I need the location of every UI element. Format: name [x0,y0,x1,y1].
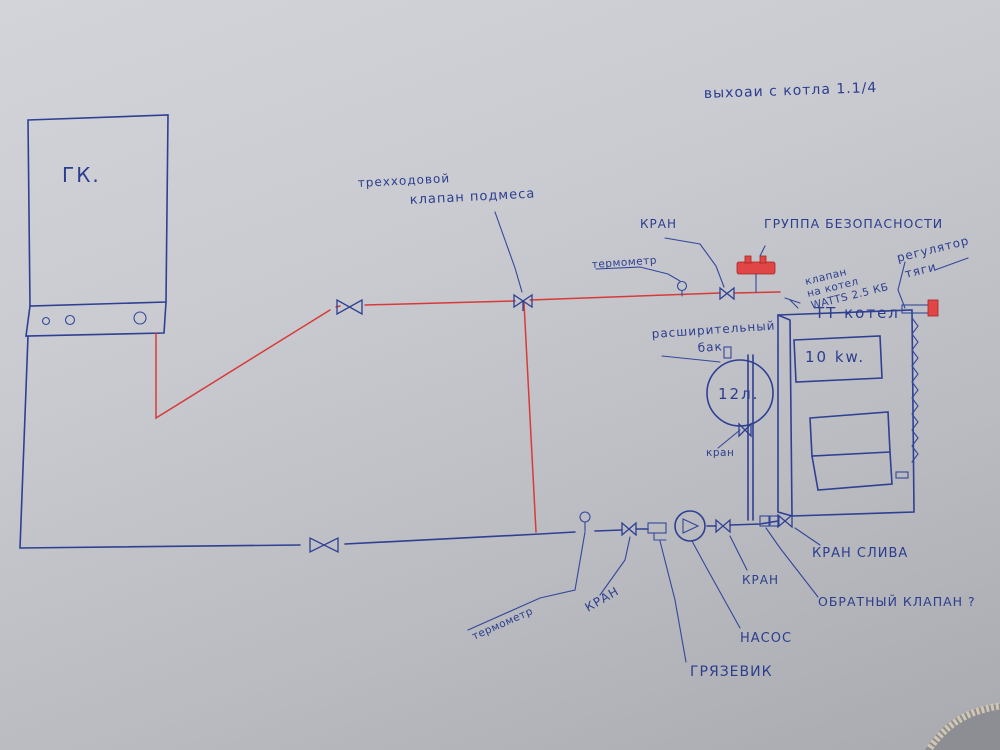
check-valve-label: ОБРАТНЫЙ КЛАПАН ? [818,594,976,609]
draft-regulator-label-line2: тяги [903,260,938,281]
outputs-label: выхоаи с котла 1.1/4 [704,80,878,102]
gas-boiler-label: ГК. [62,163,101,187]
safety-group-icon [736,255,776,293]
kran-drain-valve-icon [777,513,793,529]
thermometer-bottom-label: термометр [470,605,534,643]
kran-top-label: КРАН [640,217,677,231]
safety-group-label: ГРУППА БЕЗОПАСНОСТИ [764,216,943,231]
leader-lines [467,211,969,663]
kran-top-valve-icon [719,286,735,301]
check-valve-icon [759,515,780,527]
thermometer-bottom-icon [579,511,591,532]
boiler-relief-valve-icon [789,299,799,309]
solid-fuel-boiler-label: ТТ котел [814,304,900,322]
mud-trap-icon [647,522,667,541]
return-shutoff-valve-icon [309,536,339,554]
expansion-tank-label-line2: бак [697,339,723,355]
expansion-tank-icon: 12л. [706,346,774,427]
expansion-tank-label-line1: расширительный [651,318,776,341]
mud-trap-label: ГРЯЗЕВИК [690,664,773,680]
kran-drain-label: КРАН СЛИВА [812,546,908,561]
kran-pump-label: КРАН [742,573,779,587]
return-pipe [19,335,779,549]
gas-boiler: ГК. [25,114,169,337]
pump-label: НАСОС [740,631,792,646]
kran-tank-valve-icon [738,422,752,438]
supply-pipe [155,291,781,533]
three-way-valve-label-line2: клапан подмеса [409,186,535,208]
supply-valve-icon [336,298,363,316]
three-way-valve-label-line1: трехходовой [357,171,450,190]
coiled-cable-decoration [925,702,1000,750]
kran-bottom-valve-icon [621,521,637,537]
draft-regulator-icon [895,299,939,479]
thermometer-top-icon [676,280,688,297]
kran-pump-valve-icon [715,518,731,534]
boiler-power-label: 10 kw. [805,348,865,366]
tank-volume-label: 12л. [718,385,759,403]
solid-fuel-boiler: ТТ котел 10 kw. [777,304,915,517]
kran-bottom-label: КРАН [583,584,622,615]
three-way-valve-icon [513,293,533,311]
kran-tank-label: кран [706,447,734,459]
pump-icon [674,510,706,542]
thermometer-top-label: термометр [591,254,657,271]
